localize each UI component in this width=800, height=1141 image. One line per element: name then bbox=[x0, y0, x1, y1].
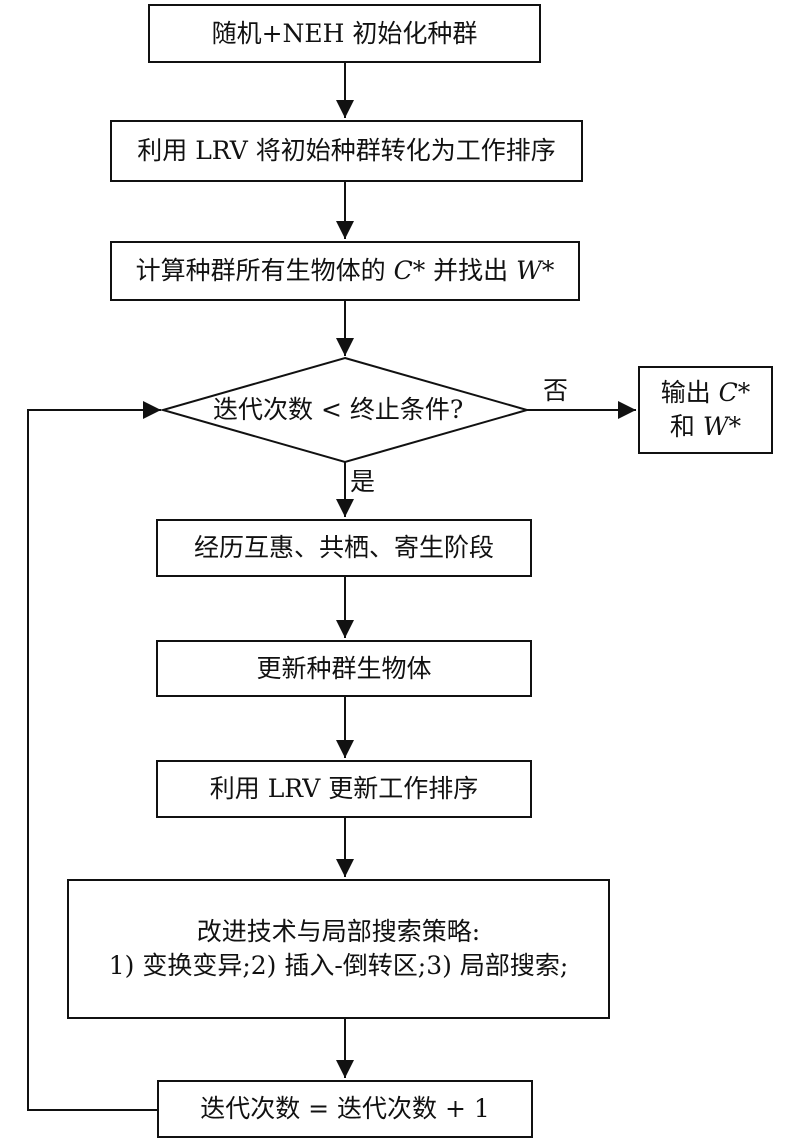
update-order-label: 利用 LRV 更新工作排序 bbox=[209, 774, 479, 804]
compute-prefix: 计算种群所有生物体的 bbox=[135, 256, 394, 286]
update-box: 更新种群生物体 bbox=[156, 640, 532, 697]
phases-label: 经历互惠、共栖、寄生阶段 bbox=[193, 533, 494, 563]
iterate-label: 迭代次数 = 迭代次数 + 1 bbox=[200, 1094, 490, 1124]
update-label: 更新种群生物体 bbox=[256, 653, 432, 683]
decision-label: 迭代次数 < 终止条件? bbox=[213, 395, 464, 424]
output-line-2: 和 W* bbox=[670, 410, 741, 444]
no-label: 否 bbox=[543, 376, 569, 405]
improve-label: 改进技术与局部搜索策略: 1) 变换变异;2) 插入-倒转区;3) 局部搜索; bbox=[109, 915, 569, 983]
convert-box: 利用 LRV 将初始种群转化为工作排序 bbox=[110, 120, 583, 182]
init-box: 随机+NEH 初始化种群 bbox=[148, 4, 541, 63]
improve-items: 1) 变换变异;2) 插入-倒转区;3) 局部搜索; bbox=[108, 951, 569, 980]
compute-label: 计算种群所有生物体的 C* 并找出 W* bbox=[136, 254, 555, 288]
output-label: 输出 C* 和 W* bbox=[661, 376, 751, 444]
update-order-box: 利用 LRV 更新工作排序 bbox=[156, 760, 532, 818]
output-line-1: 输出 C* bbox=[661, 376, 751, 410]
improve-box: 改进技术与局部搜索策略: 1) 变换变异;2) 插入-倒转区;3) 局部搜索; bbox=[67, 879, 610, 1019]
convert-label: 利用 LRV 将初始种群转化为工作排序 bbox=[137, 136, 556, 166]
compute-w-symbol: W* bbox=[516, 256, 555, 286]
yes-label: 是 bbox=[350, 467, 376, 496]
improve-title: 改进技术与局部搜索策略: bbox=[196, 917, 481, 947]
compute-box: 计算种群所有生物体的 C* 并找出 W* bbox=[110, 241, 580, 301]
compute-c-symbol: C* bbox=[393, 256, 426, 286]
decision-diamond bbox=[159, 356, 531, 464]
arrow-loop-back bbox=[27, 401, 161, 1111]
output-w-symbol: W* bbox=[702, 412, 742, 441]
output-and: 和 bbox=[669, 412, 703, 441]
output-c-symbol: C* bbox=[718, 378, 751, 408]
iterate-box: 迭代次数 = 迭代次数 + 1 bbox=[157, 1080, 533, 1138]
output-prefix: 输出 bbox=[660, 378, 719, 408]
output-box: 输出 C* 和 W* bbox=[638, 366, 773, 454]
phases-box: 经历互惠、共栖、寄生阶段 bbox=[156, 519, 532, 577]
init-label: 随机+NEH 初始化种群 bbox=[211, 18, 478, 48]
compute-mid: 并找出 bbox=[425, 256, 517, 286]
